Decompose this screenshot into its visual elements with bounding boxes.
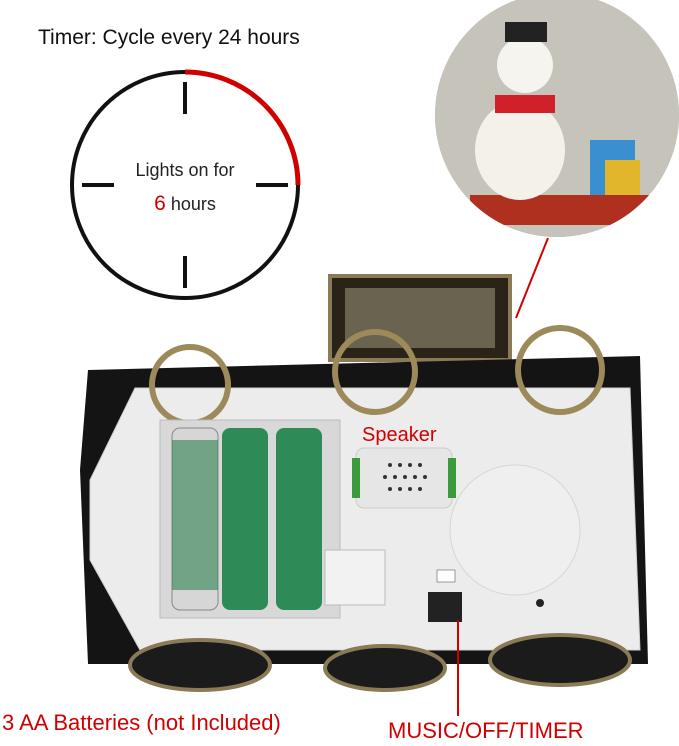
snow-globe-inset [435, 0, 679, 319]
speaker-label: Speaker [362, 424, 437, 446]
switch-label: MUSIC/OFF/TIMER [388, 718, 584, 743]
batteries-label: 3 AA Batteries (not Included) [2, 710, 281, 735]
round-cover [449, 464, 581, 596]
pointer-line [515, 237, 549, 319]
snowman-head [497, 37, 553, 93]
hours-value: 6 [154, 192, 166, 215]
snowman-body [475, 100, 565, 200]
hours-unit: hours [170, 194, 216, 214]
batteries [171, 427, 322, 611]
timer-title: Timer: Cycle every 24 hours [38, 26, 300, 49]
mode-switch [428, 592, 462, 622]
lights-on-text: Lights on for [135, 160, 235, 180]
lights-on-arc [184, 69, 301, 186]
timer-clock-diagram [70, 69, 301, 300]
wheels [149, 325, 605, 426]
hours-text: 6 hours [100, 192, 270, 216]
